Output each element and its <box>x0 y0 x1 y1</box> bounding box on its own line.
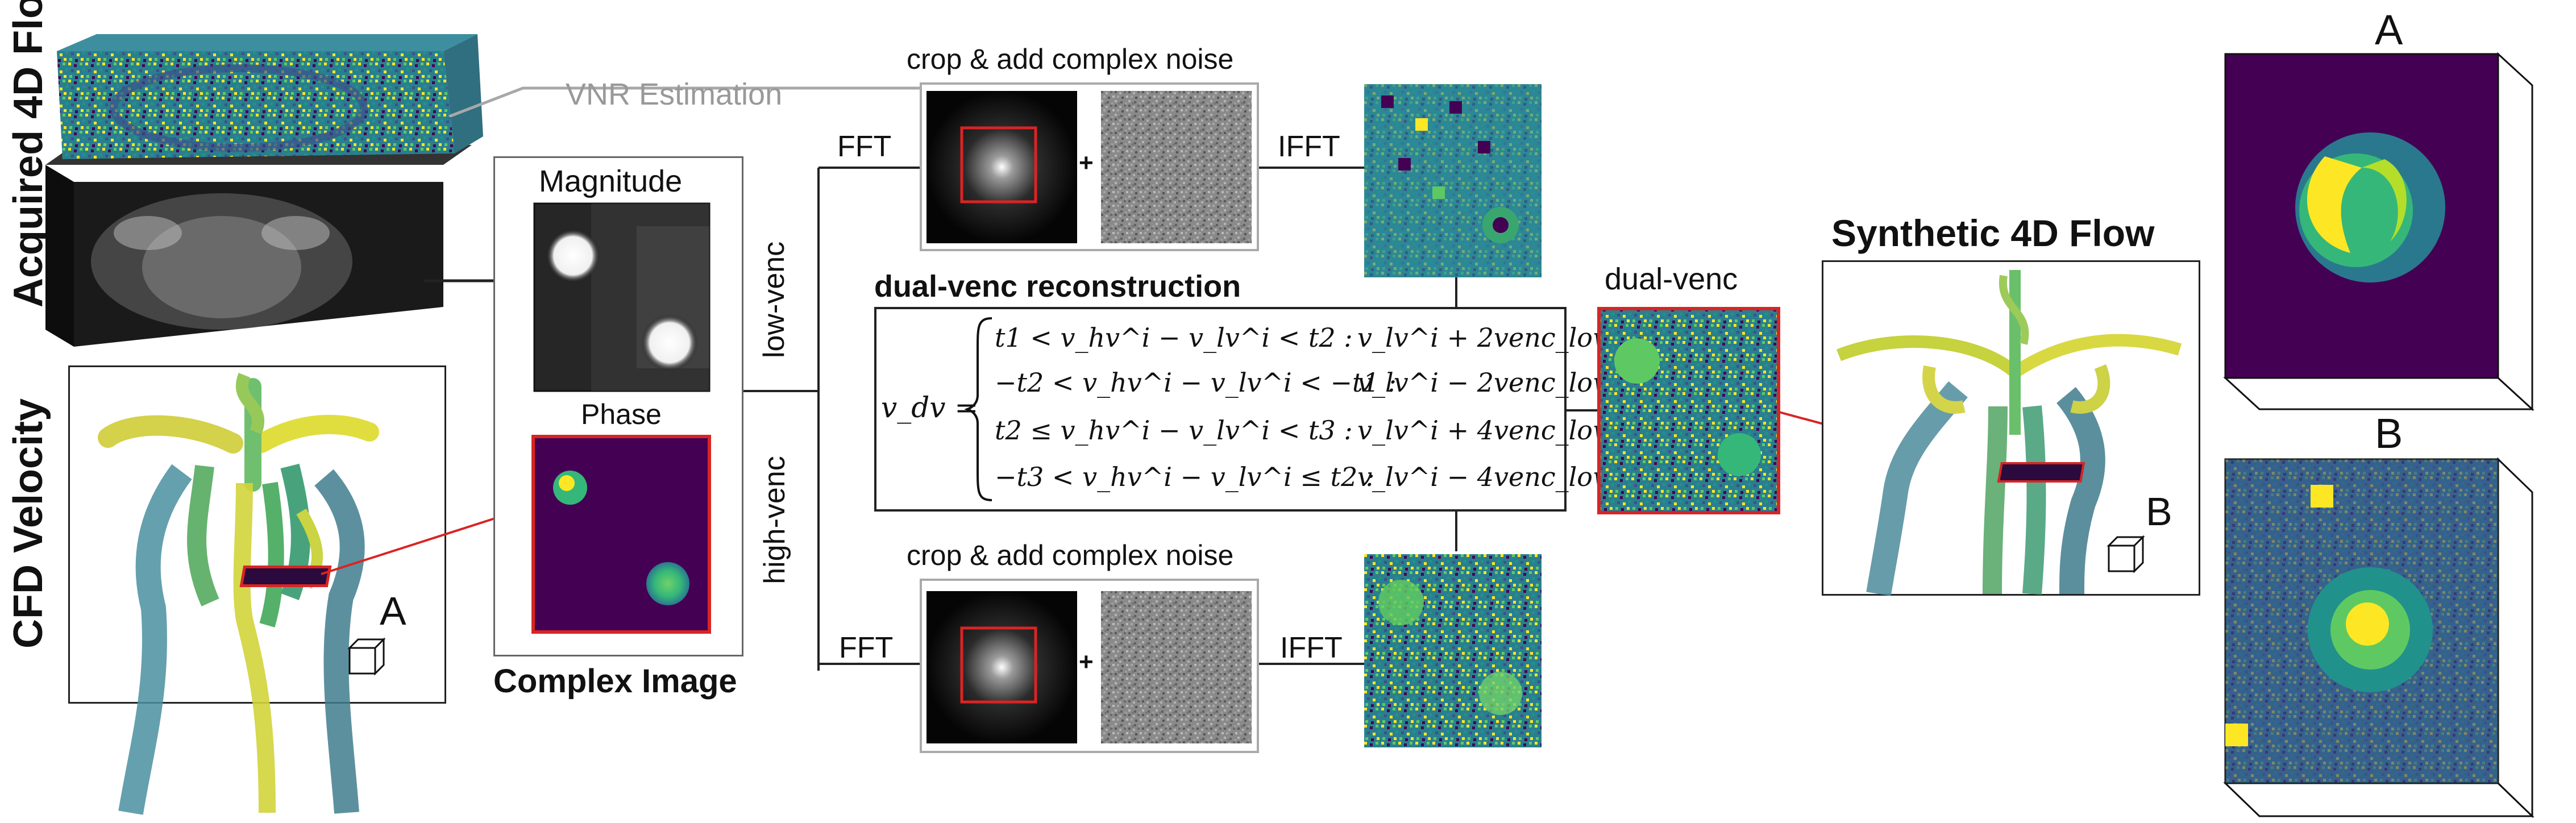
panel-a-image <box>2223 52 2535 411</box>
dual-venc-label: dual-venc <box>1605 262 1738 296</box>
panel-b-title: B <box>2375 410 2403 457</box>
magnitude-label: Magnitude <box>539 164 683 198</box>
vnr-estimation-label: VNR Estimation <box>566 77 783 111</box>
fft-bottom-image <box>926 591 1077 743</box>
cfd-velocity-label: CFD Velocity <box>6 398 51 649</box>
ifft-bottom-label: IFFT <box>1280 631 1343 664</box>
equation-lhs: v_dv = <box>881 391 979 424</box>
eq-row-1-cond: t1 < v_hv^i − v_lv^i < t2 : <box>995 322 1353 353</box>
plus-top: + <box>1079 149 1094 177</box>
eq-row-3-val: v_lv^i + 4venc_low <box>1357 415 1615 446</box>
eq-row-2-val: v_lv^i − 2venc_low <box>1357 367 1615 398</box>
eq-row-1-val: v_lv^i + 2venc_low <box>1357 322 1615 353</box>
high-venc-output-image <box>1364 554 1542 747</box>
ifft-top-label: IFFT <box>1278 130 1340 163</box>
fft-top-label: FFT <box>837 130 892 163</box>
cfd-cut-plane <box>239 566 332 587</box>
plus-bottom: + <box>1079 648 1094 676</box>
eq-row-4-cond: −t3 < v_hv^i − v_lv^i ≤ t2 : <box>995 462 1375 492</box>
synthetic-cut-plane <box>1997 462 2085 483</box>
eq-row-2-cond: −t2 < v_hv^i − v_lv^i < −t1 : <box>995 367 1397 398</box>
complex-image-label: Complex Image <box>493 663 737 700</box>
fft-top-image <box>926 91 1077 243</box>
magnitude-image <box>533 202 711 392</box>
synthetic-cube-icon <box>2106 535 2145 573</box>
low-venc-output-image <box>1364 84 1542 277</box>
panel-a-vessel <box>2295 132 2445 282</box>
acquired-volume-image <box>45 34 483 347</box>
dual-venc-image <box>1597 307 1780 514</box>
panel-b-image <box>2223 457 2535 818</box>
synthetic-vessel-render <box>1836 270 2182 596</box>
fft-bottom-label: FFT <box>839 631 894 664</box>
low-venc-label: low-venc <box>758 241 791 358</box>
noise-bottom-label: crop & add complex noise <box>907 539 1234 571</box>
synthetic-4d-flow-label: Synthetic 4D Flow <box>1831 212 2155 254</box>
cfd-cube-icon <box>347 637 386 676</box>
cfd-vessel-render <box>98 372 379 815</box>
noise-bottom-image <box>1101 591 1252 743</box>
high-venc-label: high-venc <box>758 456 791 584</box>
dual-venc-equation-box <box>874 307 1567 512</box>
noise-top-label: crop & add complex noise <box>907 43 1234 75</box>
noise-top-image <box>1101 91 1252 243</box>
marker-b-label: B <box>2146 489 2172 534</box>
branch-lines <box>743 167 1598 671</box>
eq-row-4-val: v_lv^i − 4venc_low <box>1357 462 1615 492</box>
phase-label: Phase <box>581 398 662 430</box>
equation-brace <box>964 317 992 501</box>
eq-row-3-cond: t2 ≤ v_hv^i − v_lv^i < t3 : <box>995 415 1353 446</box>
phase-image <box>531 435 711 634</box>
dual-venc-recon-title: dual-venc reconstruction <box>874 269 1241 304</box>
marker-a-label: A <box>380 589 406 633</box>
panel-a-title: A <box>2375 6 2403 53</box>
